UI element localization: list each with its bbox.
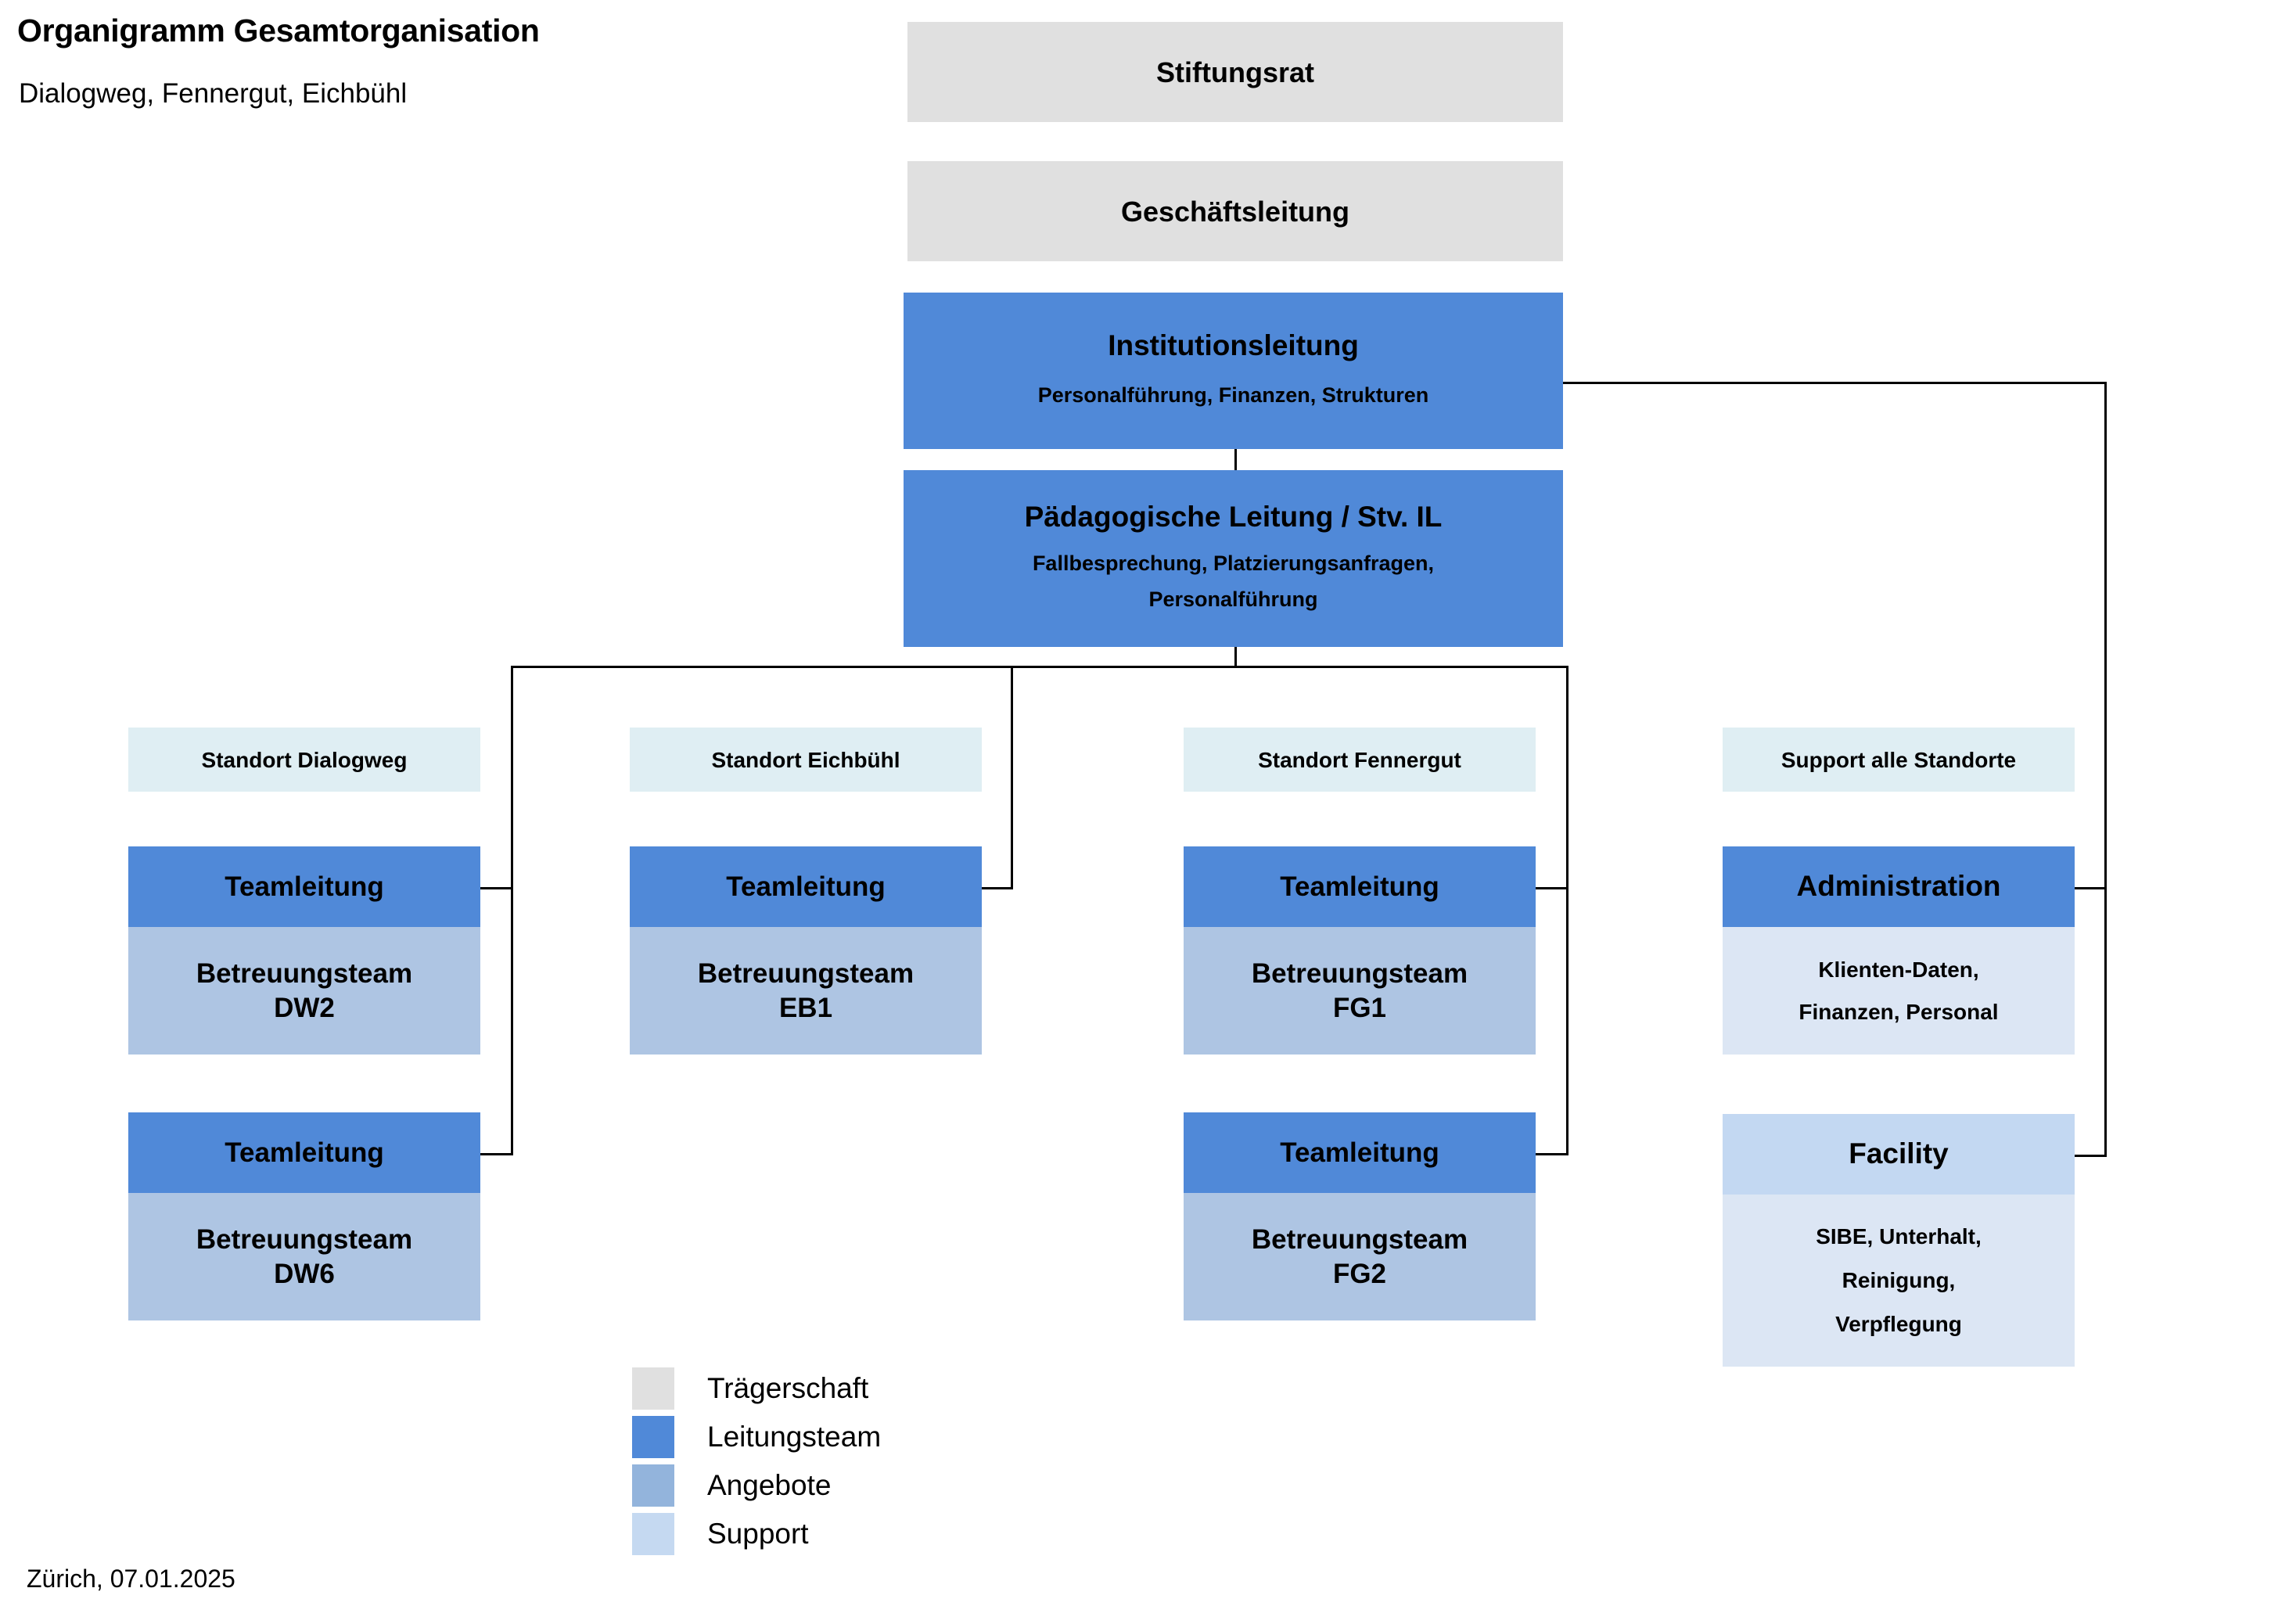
node-teamleitung-dw2[interactable]: Teamleitung bbox=[128, 846, 480, 927]
page-subtitle: Dialogweg, Fennergut, Eichbühl bbox=[19, 78, 408, 109]
legend-swatch-support bbox=[632, 1513, 674, 1555]
legend-item-traegerschaft: Trägerschaft bbox=[632, 1367, 868, 1410]
node-betreuungsteam-fg1-line1: Betreuungsteam bbox=[1251, 958, 1468, 989]
connector-branch-administration bbox=[2074, 887, 2107, 889]
node-standort-fennergut[interactable]: Standort Fennergut bbox=[1184, 728, 1536, 792]
node-betreuungsteam-fg2[interactable]: Betreuungsteam FG2 bbox=[1184, 1193, 1536, 1320]
node-betreuungsteam-dw2-line1: Betreuungsteam bbox=[196, 958, 413, 989]
node-paedagogische-leitung-sub1: Fallbesprechung, Platzierungsanfragen, bbox=[1032, 552, 1435, 576]
node-administration-details[interactable]: Klienten-Daten, Finanzen, Personal bbox=[1723, 927, 2075, 1055]
node-betreuungsteam-fg2-line2: FG2 bbox=[1332, 1258, 1387, 1289]
node-betreuungsteam-eb1-line1: Betreuungsteam bbox=[697, 958, 915, 989]
connector-branch-dw2 bbox=[480, 887, 513, 889]
node-paedagogische-leitung[interactable]: Pädagogische Leitung / Stv. IL Fallbespr… bbox=[904, 470, 1563, 647]
node-facility-line3: Verpflegung bbox=[1835, 1312, 1962, 1336]
node-administration-line2: Finanzen, Personal bbox=[1798, 999, 1999, 1024]
connector-pl-stub bbox=[1234, 646, 1237, 668]
connector-il-right-arm bbox=[1563, 382, 2107, 384]
node-administration-title: Administration bbox=[1796, 870, 2001, 903]
legend-label-leitungsteam: Leitungsteam bbox=[707, 1421, 882, 1453]
connector-drop-eichbuehl bbox=[1011, 666, 1013, 887]
legend-label-angebote: Angebote bbox=[707, 1469, 832, 1501]
node-standort-dialogweg[interactable]: Standort Dialogweg bbox=[128, 728, 480, 792]
node-paedagogische-leitung-sub2: Personalführung bbox=[1148, 587, 1318, 612]
node-facility-details[interactable]: SIBE, Unterhalt, Reinigung, Verpflegung bbox=[1723, 1195, 2075, 1367]
legend-swatch-traegerschaft bbox=[632, 1367, 674, 1410]
node-teamleitung-fg1[interactable]: Teamleitung bbox=[1184, 846, 1536, 927]
node-betreuungsteam-fg2-line1: Betreuungsteam bbox=[1251, 1223, 1468, 1255]
connector-drop-support bbox=[2104, 382, 2107, 1157]
legend-swatch-angebote bbox=[632, 1464, 674, 1507]
node-standort-eichbuehl[interactable]: Standort Eichbühl bbox=[630, 728, 982, 792]
node-geschaeftsleitung-title: Geschäftsleitung bbox=[1120, 195, 1350, 228]
legend-item-leitungsteam: Leitungsteam bbox=[632, 1416, 881, 1458]
connector-branch-eb1 bbox=[979, 887, 1013, 889]
connector-branch-dw6 bbox=[480, 1153, 513, 1155]
legend-swatch-leitungsteam bbox=[632, 1416, 674, 1458]
node-support-alle-standorte-title: Support alle Standorte bbox=[1781, 747, 2017, 772]
node-teamleitung-dw2-title: Teamleitung bbox=[225, 871, 384, 902]
footer-place-date: Zürich, 07.01.2025 bbox=[27, 1565, 235, 1593]
node-institutionsleitung[interactable]: Institutionsleitung Personalführung, Fin… bbox=[904, 293, 1563, 449]
connector-branch-facility bbox=[2074, 1155, 2107, 1157]
node-facility-title: Facility bbox=[1849, 1137, 1949, 1170]
node-betreuungsteam-dw6[interactable]: Betreuungsteam DW6 bbox=[128, 1193, 480, 1320]
page-title: Organigramm Gesamtorganisation bbox=[17, 13, 540, 49]
node-standort-dialogweg-title: Standort Dialogweg bbox=[201, 747, 408, 772]
node-geschaeftsleitung[interactable]: Geschäftsleitung bbox=[907, 161, 1563, 261]
node-institutionsleitung-subtitle: Personalführung, Finanzen, Strukturen bbox=[1037, 383, 1429, 408]
node-support-alle-standorte[interactable]: Support alle Standorte bbox=[1723, 728, 2075, 792]
node-teamleitung-dw6[interactable]: Teamleitung bbox=[128, 1112, 480, 1193]
connector-drop-fennergut bbox=[1566, 666, 1568, 1155]
node-institutionsleitung-title: Institutionsleitung bbox=[1108, 329, 1359, 361]
node-stiftungsrat[interactable]: Stiftungsrat bbox=[907, 22, 1563, 122]
node-facility-line1: SIBE, Unterhalt, bbox=[1816, 1224, 1982, 1249]
legend-label-traegerschaft: Trägerschaft bbox=[707, 1372, 869, 1404]
node-betreuungsteam-dw2-line2: DW2 bbox=[274, 992, 335, 1023]
node-teamleitung-fg2-title: Teamleitung bbox=[1280, 1137, 1439, 1168]
connector-il-to-pl bbox=[1234, 448, 1237, 472]
node-betreuungsteam-dw2[interactable]: Betreuungsteam DW2 bbox=[128, 927, 480, 1055]
node-teamleitung-dw6-title: Teamleitung bbox=[225, 1137, 384, 1168]
node-paedagogische-leitung-title: Pädagogische Leitung / Stv. IL bbox=[1024, 500, 1443, 533]
node-teamleitung-eb1[interactable]: Teamleitung bbox=[630, 846, 982, 927]
node-betreuungsteam-eb1-line2: EB1 bbox=[778, 992, 833, 1023]
connector-drop-dialogweg bbox=[511, 666, 513, 1155]
node-facility[interactable]: Facility bbox=[1723, 1114, 2075, 1195]
connector-bus bbox=[511, 666, 1568, 668]
node-administration-line1: Klienten-Daten, bbox=[1818, 958, 1979, 983]
node-betreuungsteam-fg1-line2: FG1 bbox=[1332, 992, 1387, 1023]
legend-label-support: Support bbox=[707, 1518, 809, 1550]
node-betreuungsteam-fg1[interactable]: Betreuungsteam FG1 bbox=[1184, 927, 1536, 1055]
node-teamleitung-fg1-title: Teamleitung bbox=[1280, 871, 1439, 902]
legend-item-support: Support bbox=[632, 1513, 809, 1555]
node-betreuungsteam-dw6-line1: Betreuungsteam bbox=[196, 1223, 413, 1255]
node-teamleitung-eb1-title: Teamleitung bbox=[726, 871, 886, 902]
node-administration[interactable]: Administration bbox=[1723, 846, 2075, 927]
node-standort-fennergut-title: Standort Fennergut bbox=[1258, 747, 1461, 772]
node-betreuungsteam-eb1[interactable]: Betreuungsteam EB1 bbox=[630, 927, 982, 1055]
node-standort-eichbuehl-title: Standort Eichbühl bbox=[711, 747, 900, 772]
legend-item-angebote: Angebote bbox=[632, 1464, 831, 1507]
connector-branch-fg1 bbox=[1536, 887, 1568, 889]
connector-branch-fg2 bbox=[1536, 1153, 1568, 1155]
node-betreuungsteam-dw6-line2: DW6 bbox=[274, 1258, 335, 1289]
node-teamleitung-fg2[interactable]: Teamleitung bbox=[1184, 1112, 1536, 1193]
node-facility-line2: Reinigung, bbox=[1842, 1268, 1956, 1292]
node-stiftungsrat-title: Stiftungsrat bbox=[1156, 56, 1314, 88]
